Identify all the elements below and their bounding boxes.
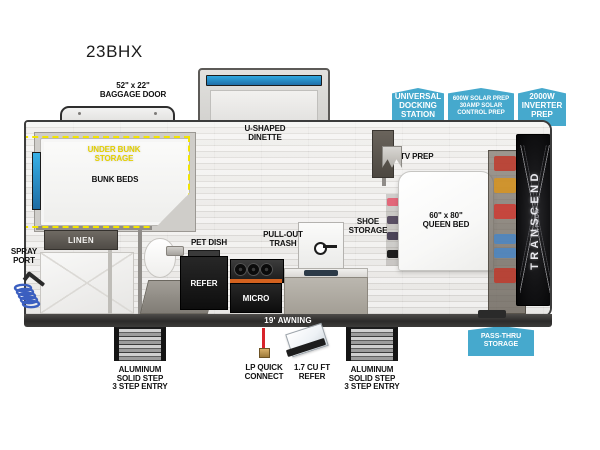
pet-dish <box>166 246 184 256</box>
callout-step-front: ALUMINUM SOLID STEP 3 STEP ENTRY <box>112 365 168 392</box>
callout-lp-quick-connect: LP QUICK CONNECT <box>244 363 284 381</box>
burner-3 <box>260 263 273 276</box>
queen-bed-label: 60" x 80" QUEEN BED <box>422 211 470 229</box>
dinette-bench <box>210 90 318 122</box>
cooktop-front-strip <box>230 279 282 283</box>
kitchen-base-cabinets <box>284 277 368 315</box>
rear-brand-panel: TRANSCEND XPLOR <box>516 134 550 306</box>
shelf-item-1 <box>494 156 516 171</box>
burner-1 <box>234 263 247 276</box>
spray-hose-coil-icon <box>13 283 41 309</box>
refer-label: REFER <box>190 278 218 288</box>
dinette-slideout <box>198 68 330 128</box>
awning-label: 19' AWNING <box>264 316 312 325</box>
badge-universal-docking-station: UNIVERSAL DOCKING STATION <box>392 88 444 126</box>
cabinet-handle-bar <box>323 245 337 248</box>
badge-inverter-prep: 2000W INVERTER PREP <box>518 88 566 126</box>
callout-spray-port: SPRAY PORT <box>10 247 38 265</box>
shelf-item-5 <box>494 248 516 258</box>
pass-thru-door <box>478 310 506 318</box>
burner-2 <box>247 263 260 276</box>
entry-step-rear <box>346 327 398 361</box>
bath-wall-horizontal <box>36 226 152 230</box>
queen-bed: 60" x 80" QUEEN BED <box>398 171 494 271</box>
shoe-pair-2 <box>387 216 399 224</box>
shoe-pair-3 <box>387 232 399 240</box>
badge-solar-prep: 600W SOLAR PREP 30AMP SOLAR CONTROL PREP <box>448 88 514 126</box>
lp-fitting-icon <box>259 348 270 358</box>
shower-pan <box>40 252 134 314</box>
bunk-bed-slab <box>40 138 190 226</box>
shower-corner-marks <box>41 253 133 313</box>
micro-label: MICRO <box>242 293 270 303</box>
callout-u-shaped-dinette: U-SHAPED DINETTE <box>244 124 286 142</box>
brand-chevron-graphic <box>520 145 550 295</box>
linen-label: LINEN <box>68 235 94 245</box>
linen-cabinet: LINEN <box>44 230 118 250</box>
dinette-window <box>206 75 322 86</box>
callout-pull-out-trash: PULL-OUT TRASH <box>263 230 303 248</box>
shelf-item-3 <box>494 204 516 219</box>
entry-step-front <box>114 327 166 361</box>
shelf-item-2 <box>494 178 516 193</box>
xplor-wordmark: XPLOR <box>534 207 541 233</box>
badge-pass-thru-storage: PASS-THRU STORAGE <box>468 326 534 356</box>
callout-pet-dish: PET DISH <box>190 238 228 247</box>
callout-tv-prep: TV PREP <box>400 152 434 161</box>
callout-baggage-door: 52" x 22" BAGGAGE DOOR <box>99 81 167 99</box>
lp-line-icon <box>262 328 265 350</box>
toilet <box>144 238 176 278</box>
page-title: 23BHX <box>86 42 143 61</box>
shelf-item-6 <box>494 268 516 283</box>
pull-out-trash-cabinet <box>298 222 344 276</box>
callout-under-bunk-storage: UNDER BUNK STORAGE <box>87 145 141 163</box>
shoe-pair-4 <box>387 250 399 258</box>
callout-step-rear: ALUMINUM SOLID STEP 3 STEP ENTRY <box>344 365 400 392</box>
kitchen-sink <box>304 270 338 276</box>
refrigerator: REFER <box>180 256 228 310</box>
callout-bunk-beds: BUNK BEDS <box>91 175 139 184</box>
callout-shoe-storage: SHOE STORAGE <box>348 217 388 235</box>
microwave: MICRO <box>230 283 282 313</box>
shower-glass <box>108 250 112 314</box>
shelf-item-4 <box>494 234 516 244</box>
bath-wall-vertical <box>138 226 142 316</box>
awning-strip: 19' AWNING <box>24 314 552 327</box>
callout-outdoor-refer: 1.7 CU FT REFER <box>294 363 330 381</box>
shoe-pair-1 <box>387 198 399 206</box>
coach-body: LINEN REFER MICRO <box>24 120 552 318</box>
bunk-window <box>32 152 41 210</box>
